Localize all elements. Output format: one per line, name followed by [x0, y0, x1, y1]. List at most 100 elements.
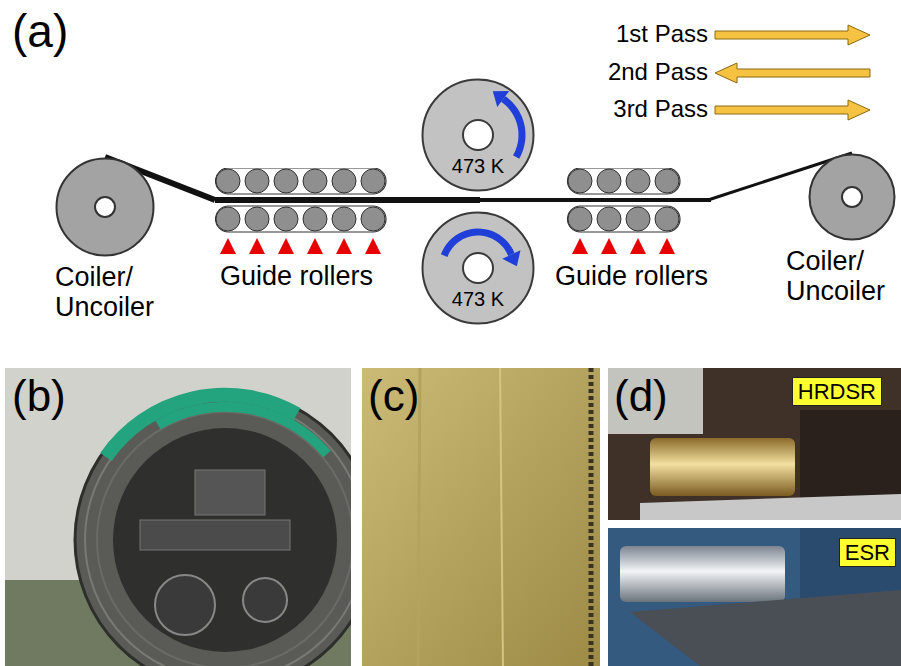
- wheel: [155, 575, 215, 635]
- node-label: Coiler/ Uncoiler: [786, 247, 901, 306]
- guide-roller: [332, 207, 356, 231]
- coiler-node: Coiler/ Uncoiler: [786, 153, 901, 306]
- photo-ground: [608, 368, 901, 520]
- guide-roller-set: Guide rollers: [215, 168, 387, 292]
- guide-roller: [303, 207, 327, 231]
- panel-label: (b): [12, 372, 66, 420]
- housing: [800, 410, 901, 500]
- panel-label: (a): [12, 6, 68, 57]
- coil-photo: [5, 368, 351, 666]
- sheet: [362, 368, 600, 666]
- sheet-photo: [362, 368, 600, 666]
- drum-bore: [842, 187, 862, 207]
- node-label: Coiler/ Uncoiler: [55, 263, 185, 322]
- roll: [620, 546, 785, 602]
- guide-roller-figure: [215, 168, 387, 258]
- support-triangle: [365, 238, 381, 254]
- hinge: [589, 368, 594, 666]
- strip-through-mill: [215, 200, 711, 201]
- guide-roller: [568, 169, 592, 193]
- rotation-arrowhead: [502, 250, 520, 266]
- support-triangle: [572, 238, 588, 254]
- guide-roller: [274, 207, 298, 231]
- node-label: 473 K: [421, 155, 535, 177]
- guide-roller: [245, 169, 269, 193]
- mandrel: [140, 520, 290, 550]
- support-triangle: [336, 238, 352, 254]
- guide-roller: [245, 207, 269, 231]
- pass-label: 3rd Pass: [613, 96, 708, 122]
- guide-roller: [361, 207, 385, 231]
- support-triangle: [220, 238, 236, 254]
- coil-wrap: [97, 412, 351, 666]
- coil: [75, 390, 351, 666]
- rotation-arrowhead: [493, 91, 509, 107]
- support-triangle: [601, 238, 617, 254]
- tape: [158, 407, 327, 454]
- roll: [650, 438, 795, 496]
- guide-roller: [216, 207, 240, 231]
- support-triangle: [278, 238, 294, 254]
- rotation-arrow: [503, 99, 522, 157]
- coiler-drum: [55, 157, 155, 257]
- wheel: [243, 578, 287, 622]
- photo-ground: [608, 528, 901, 666]
- photo-tag: HRDSR: [792, 377, 882, 406]
- rotation-arrow: [444, 232, 511, 256]
- drum: [57, 159, 154, 256]
- pass-label: 1st Pass: [616, 21, 708, 47]
- coiler-node: Coiler/ Uncoiler: [55, 157, 185, 322]
- sheet-streak: [500, 368, 503, 666]
- mandrel: [195, 470, 265, 515]
- node-label: Guide rollers: [555, 262, 708, 292]
- wall: [608, 368, 703, 434]
- esr-photo: [608, 528, 901, 666]
- guide-roller: [597, 207, 621, 231]
- roller-frame: [568, 206, 681, 232]
- node-label: HRDSR: [798, 379, 876, 404]
- guide-roller: [626, 169, 650, 193]
- strip: [640, 494, 901, 520]
- strip: [478, 198, 711, 202]
- guide-roller: [626, 207, 650, 231]
- coiler-drum: [786, 153, 896, 241]
- guide-roller: [597, 169, 621, 193]
- node-label: Guide rollers: [220, 262, 387, 292]
- node-label: ESR: [845, 540, 890, 565]
- support-triangle: [659, 238, 675, 254]
- drum-bore: [95, 197, 115, 217]
- panel-label: (d): [614, 372, 668, 420]
- pass-arrow: [715, 100, 870, 120]
- work-roll: 473 K: [421, 211, 535, 325]
- pass-arrows: [715, 25, 870, 120]
- pass-arrow: [715, 25, 870, 45]
- coil-bore: [113, 428, 337, 652]
- guide-roller: [332, 169, 356, 193]
- guide-roller: [361, 169, 385, 193]
- guide-roller: [568, 207, 592, 231]
- support-triangle: [307, 238, 323, 254]
- guide-roller: [655, 207, 679, 231]
- strip: [215, 197, 480, 203]
- roller-frame: [568, 168, 681, 194]
- guide-roller: [216, 169, 240, 193]
- pass-arrow: [715, 63, 870, 83]
- work-roll: 473 K: [421, 78, 535, 192]
- panel-label: (c): [368, 372, 419, 420]
- roller-frame: [216, 206, 387, 232]
- pass-label: 2nd Pass: [608, 59, 708, 85]
- roll-bore: [463, 120, 493, 150]
- node-label: 473 K: [421, 288, 535, 310]
- support-triangle: [630, 238, 646, 254]
- roll-bore: [463, 253, 493, 283]
- drum: [810, 155, 895, 240]
- guide-roller-set: Guide rollers: [555, 168, 708, 292]
- photo-tag: ESR: [839, 538, 896, 567]
- support-triangle: [249, 238, 265, 254]
- guide-roller: [274, 169, 298, 193]
- hrdsr-photo: [608, 368, 901, 520]
- guide-roller-figure: [555, 168, 681, 258]
- roller-frame: [216, 168, 387, 194]
